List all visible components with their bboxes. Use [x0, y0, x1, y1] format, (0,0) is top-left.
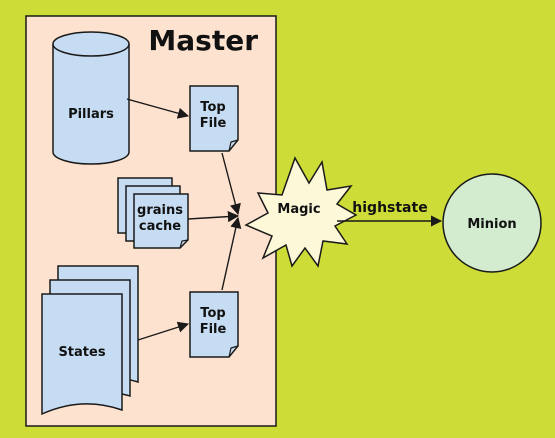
top-file-label-line2: File	[200, 116, 227, 131]
minion-label: Minion	[467, 217, 516, 232]
document-stack-icon	[117, 177, 189, 249]
edge-states-to-topfile	[137, 321, 190, 341]
pillars-node: Pillars	[52, 31, 130, 165]
edge-topfile2-to-magic	[221, 216, 242, 291]
top-file-node-1: Top File	[189, 85, 239, 152]
grains-cache-node: grains cache	[117, 177, 189, 249]
master-title: Master	[148, 24, 258, 57]
states-node: States	[41, 265, 139, 416]
top-file-node-2: Top File	[189, 291, 239, 358]
grains-cache-label-line2: cache	[139, 219, 181, 234]
states-label: States	[58, 345, 105, 360]
database-cylinder-icon	[52, 44, 130, 165]
document-icon	[189, 85, 239, 152]
starburst-icon	[244, 156, 358, 268]
edge-grains-to-magic	[187, 211, 240, 223]
pillars-label: Pillars	[68, 107, 114, 122]
document-icon	[189, 291, 239, 358]
top-file-label-line2: File	[200, 322, 227, 337]
highstate-label: highstate	[352, 200, 427, 216]
circle-icon	[442, 173, 542, 273]
edge-pillars-to-topfile	[126, 98, 190, 119]
edge-topfile1-to-magic	[221, 152, 241, 216]
minion-node: Minion	[442, 173, 542, 273]
top-file-label-line1: Top	[200, 306, 225, 321]
grains-cache-label-line1: grains	[137, 203, 183, 218]
multi-document-icon	[41, 265, 139, 416]
magic-node: Magic	[244, 156, 358, 268]
top-file-label-line1: Top	[200, 100, 225, 115]
magic-label: Magic	[277, 202, 320, 217]
